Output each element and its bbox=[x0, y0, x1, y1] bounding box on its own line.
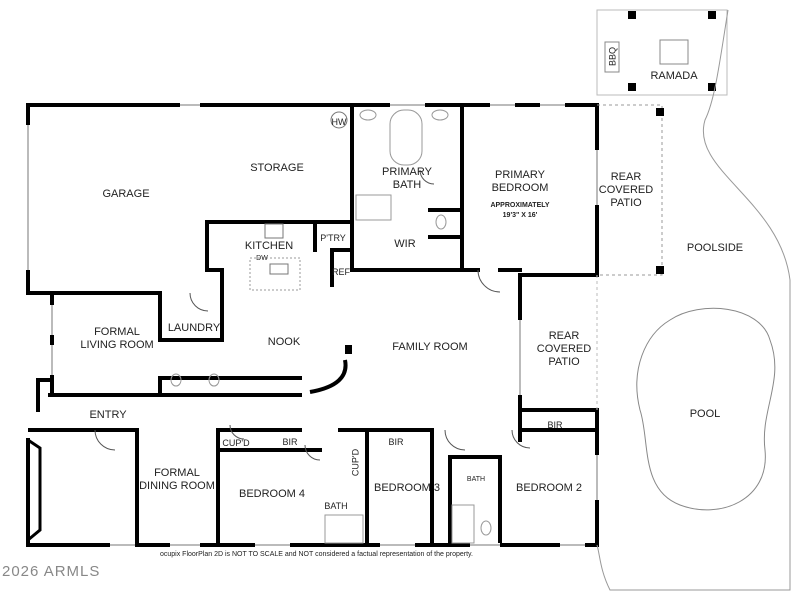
toilet-icon bbox=[435, 214, 447, 230]
sink-icon bbox=[269, 263, 289, 275]
label-pantry: P'TRY bbox=[320, 233, 346, 243]
label-bedroom-2: BEDROOM 2 bbox=[515, 482, 583, 494]
bathtub-icon bbox=[451, 504, 475, 544]
label-entry: ENTRY bbox=[89, 409, 127, 421]
label-line: BATH bbox=[392, 179, 422, 191]
ramada-post bbox=[628, 11, 636, 19]
sink-icon bbox=[431, 109, 449, 121]
label-bir-4: BIR bbox=[282, 437, 298, 447]
label-refrigerator: REF bbox=[332, 267, 350, 277]
label-line: FORMAL bbox=[94, 326, 140, 338]
label-line: COVERED bbox=[536, 343, 592, 355]
bay-window bbox=[27, 438, 42, 542]
label-line: REAR bbox=[548, 330, 580, 342]
label-bedroom-3: BEDROOM 3 bbox=[373, 482, 441, 494]
label-bir-3: BIR bbox=[388, 437, 404, 447]
label-bath-2: BATH bbox=[466, 476, 486, 483]
label-water-heater: HW bbox=[331, 117, 347, 127]
toilet-icon bbox=[208, 373, 220, 387]
column bbox=[345, 345, 352, 354]
ramada-outline bbox=[596, 9, 728, 96]
door-swing bbox=[229, 424, 245, 440]
label-bedroom-4: BEDROOM 4 bbox=[238, 488, 306, 500]
label-cupboard-1: CUP'D bbox=[222, 438, 250, 448]
label-kitchen: KITCHEN bbox=[244, 240, 294, 252]
toilet-icon bbox=[480, 520, 492, 536]
label-line: PRIMARY bbox=[382, 166, 432, 178]
pool-outline bbox=[636, 307, 776, 511]
bathtub-icon bbox=[389, 109, 423, 166]
label-dishwasher: DW bbox=[256, 255, 268, 262]
ramada-post bbox=[708, 11, 716, 19]
label-line: PATIO bbox=[548, 356, 580, 368]
bbq-icon bbox=[604, 41, 620, 73]
label-cupboard-2: CUP'D bbox=[350, 448, 361, 477]
label-line: REAR bbox=[610, 171, 642, 183]
door-swing bbox=[511, 429, 531, 449]
patio-post bbox=[656, 108, 664, 116]
label-poolside: POOLSIDE bbox=[686, 242, 744, 254]
label-nook: NOOK bbox=[267, 336, 301, 348]
curved-wall bbox=[309, 359, 348, 394]
label-line: 19'3" X 16' bbox=[502, 212, 538, 219]
door-swing bbox=[477, 269, 501, 293]
label-bbq: BBQ bbox=[607, 46, 618, 67]
door-swing bbox=[419, 169, 435, 185]
watermark: 2026 ARMLS bbox=[2, 563, 101, 580]
sink-icon bbox=[359, 109, 377, 121]
toilet-icon bbox=[170, 373, 182, 387]
label-line: COVERED bbox=[598, 184, 654, 196]
label-line: LIVING ROOM bbox=[80, 339, 154, 351]
cooktop-icon bbox=[264, 223, 284, 239]
label-family-room: FAMILY ROOM bbox=[392, 341, 468, 353]
kitchen-island bbox=[249, 257, 301, 291]
label-line: PRIMARY bbox=[495, 169, 545, 181]
label-primary-bedroom-size: APPROXIMATELY 19'3" X 16' bbox=[490, 201, 549, 221]
label-wir: WIR bbox=[394, 238, 416, 250]
label-line: BEDROOM bbox=[491, 182, 549, 194]
label-line: PATIO bbox=[610, 197, 642, 209]
water-heater-icon bbox=[330, 111, 348, 129]
shower-icon bbox=[355, 194, 392, 221]
label-line: APPROXIMATELY bbox=[490, 202, 550, 209]
label-ramada: RAMADA bbox=[650, 70, 698, 82]
label-line: DINING ROOM bbox=[139, 480, 215, 492]
ramada-post bbox=[628, 83, 636, 91]
ramada-post bbox=[708, 83, 716, 91]
door-swing bbox=[304, 444, 321, 461]
disclaimer: ocupix FloorPlan 2D is NOT TO SCALE and … bbox=[160, 551, 473, 558]
label-storage: STORAGE bbox=[250, 162, 304, 174]
label-laundry: LAUNDRY bbox=[167, 322, 221, 334]
label-pool: POOL bbox=[689, 408, 721, 420]
patio-outline bbox=[597, 104, 663, 276]
label-bath-4: BATH bbox=[324, 501, 348, 511]
door-swing bbox=[189, 292, 209, 312]
patio-post bbox=[656, 266, 664, 274]
ramada-center bbox=[659, 39, 689, 65]
label-bir-2: BIR bbox=[547, 420, 563, 430]
poolside-outline bbox=[596, 9, 791, 591]
bathtub-icon bbox=[324, 514, 364, 544]
door-swing bbox=[444, 429, 466, 451]
door-swing bbox=[94, 429, 116, 451]
label-line: FORMAL bbox=[154, 467, 200, 479]
label-garage: GARAGE bbox=[102, 188, 150, 200]
